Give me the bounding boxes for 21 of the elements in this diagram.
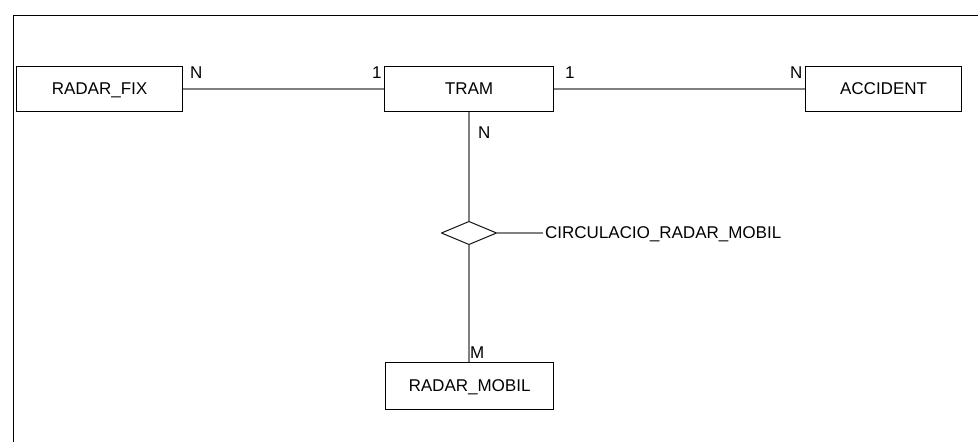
- entity-name: RADAR_MOBIL: [408, 375, 530, 398]
- entity-name: TRAM: [444, 78, 494, 100]
- connector-line: [468, 112, 470, 222]
- entity-box: [384, 66, 554, 112]
- relationship-diamond: [441, 221, 497, 245]
- entity-box: [16, 66, 183, 112]
- cardinality-label: 1: [565, 64, 574, 81]
- entity-name: RADAR_FIX: [52, 78, 148, 100]
- connector-line: [554, 88, 806, 90]
- entity-box: [805, 66, 962, 112]
- connector-line: [496, 232, 544, 234]
- cardinality-label: M: [470, 344, 484, 361]
- connector-line: [182, 88, 384, 90]
- entity-box: [385, 362, 554, 410]
- cardinality-label: 1: [372, 64, 382, 81]
- cardinality-label: N: [790, 64, 802, 81]
- entity-name: ACCIDENT: [840, 78, 927, 100]
- relationship-name: CIRCULACIO_RADAR_MOBIL: [544, 222, 782, 244]
- cardinality-label: N: [478, 124, 490, 141]
- connector-line: [468, 244, 470, 362]
- cardinality-label: N: [190, 64, 202, 81]
